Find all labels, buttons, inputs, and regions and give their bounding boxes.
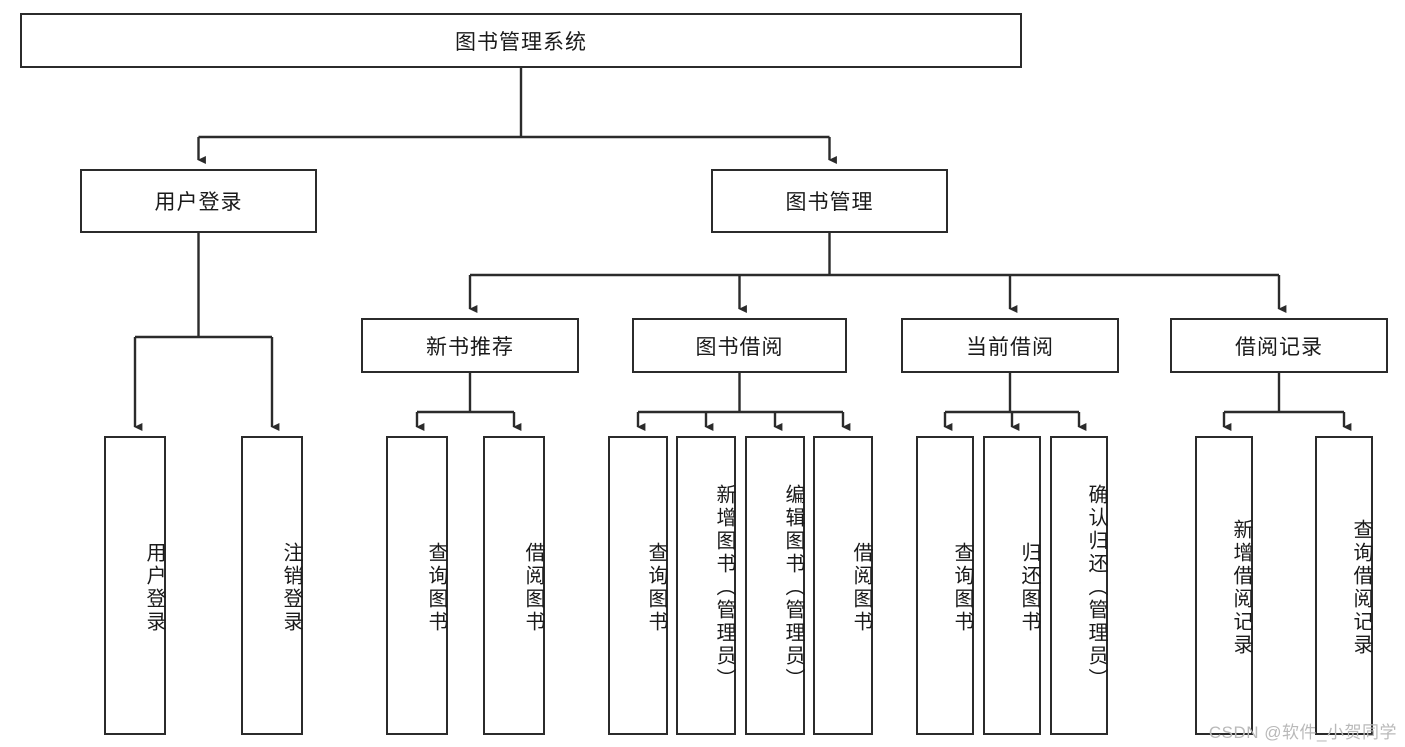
node-leaf-query-borrow-record[interactable]: 查询借阅记录 bbox=[1315, 436, 1373, 735]
node-leaf-query-book-recommend[interactable]: 查询图书 bbox=[386, 436, 448, 735]
node-leaf-add-borrow-record[interactable]: 新增借阅记录 bbox=[1195, 436, 1253, 735]
node-leaf-return-book[interactable]: 归还图书 bbox=[983, 436, 1041, 735]
node-leaf-borrow-book-recommend[interactable]: 借阅图书 bbox=[483, 436, 545, 735]
node-book-borrow-label: 图书借阅 bbox=[695, 335, 784, 359]
node-leaf-user-logout-label: 注销登录 bbox=[280, 541, 302, 634]
node-leaf-query-book-borrow-label: 查询图书 bbox=[645, 541, 667, 634]
node-book-manage-label: 图书管理 bbox=[785, 191, 874, 214]
node-leaf-query-book-borrow[interactable]: 查询图书 bbox=[608, 436, 668, 735]
node-leaf-edit-book-admin-label: 编辑图书（管理员） bbox=[782, 484, 804, 691]
node-current-borrow-label: 当前借阅 bbox=[966, 335, 1054, 359]
node-leaf-add-book-admin-label: 新增图书（管理员） bbox=[713, 484, 735, 691]
node-book-manage[interactable]: 图书管理 bbox=[711, 169, 948, 233]
node-user-login-label: 用户登录 bbox=[154, 191, 243, 214]
node-leaf-confirm-return-admin-label: 确认归还（管理员） bbox=[1085, 484, 1107, 691]
node-current-borrow[interactable]: 当前借阅 bbox=[901, 318, 1119, 373]
node-root-label: 图书管理系统 bbox=[455, 30, 587, 54]
node-leaf-edit-book-admin[interactable]: 编辑图书（管理员） bbox=[745, 436, 805, 735]
node-leaf-borrow-book-borrow-label: 借阅图书 bbox=[850, 541, 872, 634]
node-user-login[interactable]: 用户登录 bbox=[80, 169, 317, 233]
node-leaf-user-login[interactable]: 用户登录 bbox=[104, 436, 166, 735]
node-leaf-user-logout[interactable]: 注销登录 bbox=[241, 436, 303, 735]
node-leaf-query-borrow-record-label: 查询借阅记录 bbox=[1350, 518, 1372, 657]
node-leaf-borrow-book-recommend-label: 借阅图书 bbox=[522, 541, 544, 634]
node-leaf-query-book-current-label: 查询图书 bbox=[951, 541, 973, 634]
node-leaf-add-book-admin[interactable]: 新增图书（管理员） bbox=[676, 436, 736, 735]
node-new-book-recommend-label: 新书推荐 bbox=[426, 335, 514, 359]
node-borrow-record[interactable]: 借阅记录 bbox=[1170, 318, 1388, 373]
node-new-book-recommend[interactable]: 新书推荐 bbox=[361, 318, 579, 373]
node-leaf-borrow-book-borrow[interactable]: 借阅图书 bbox=[813, 436, 873, 735]
node-root[interactable]: 图书管理系统 bbox=[20, 13, 1022, 68]
node-leaf-confirm-return-admin[interactable]: 确认归还（管理员） bbox=[1050, 436, 1108, 735]
node-leaf-query-book-recommend-label: 查询图书 bbox=[425, 541, 447, 634]
node-leaf-return-book-label: 归还图书 bbox=[1018, 541, 1040, 634]
node-leaf-user-login-label: 用户登录 bbox=[143, 541, 165, 634]
node-leaf-add-borrow-record-label: 新增借阅记录 bbox=[1230, 518, 1252, 657]
node-borrow-record-label: 借阅记录 bbox=[1235, 335, 1323, 359]
node-leaf-query-book-current[interactable]: 查询图书 bbox=[916, 436, 974, 735]
node-book-borrow[interactable]: 图书借阅 bbox=[632, 318, 847, 373]
